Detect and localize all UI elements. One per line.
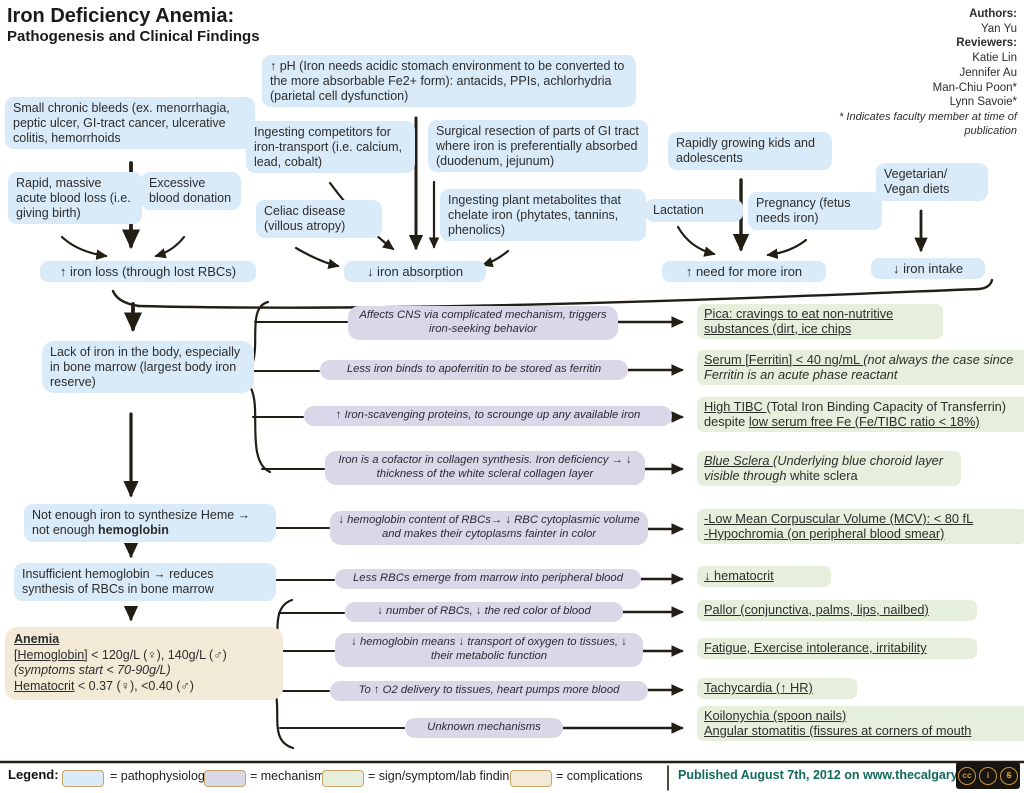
legend-swatch-mechanism [204,770,246,787]
cause-vegetarian-diet: Vegetarian/ Vegan diets [876,163,988,201]
mechanism-heart-pumps: To ↑ O2 delivery to tissues, heart pumps… [330,681,648,701]
anemia-hct-label: Hematocrit [14,678,75,693]
finding-text: low serum free Fe (Fe/TIBC ratio < 18%) [748,413,980,429]
cause-acute-blood-loss: Rapid, massive acute blood loss (i.e. gi… [8,172,142,225]
heme-text: Not enough iron to synthesize Heme → not… [32,508,251,537]
finding-fatigue: Fatigue, Exercise intolerance, irritabil… [697,638,977,659]
finding-koilonychia-stomatitis: Koilonychia (spoon nails) Angular stomat… [697,706,1024,742]
finding-text: Pallor (conjunctiva, palms, lips, nailbe… [704,602,929,617]
title-line2: Pathogenesis and Clinical Findings [7,28,260,45]
finding-text: Angular stomatitis (fissures at corners … [704,722,972,738]
legend-item-finding: = sign/symptom/lab finding [368,769,517,783]
reviewer-name: Katie Lin [972,52,1017,65]
anemia-symptoms-note: (symptoms start < 70-90g/L) [14,663,171,678]
legend-swatch-complication [510,770,552,787]
finding-text: High TIBC [704,399,767,414]
legend-label: Legend: [8,767,59,782]
heme-bold-text: hemoglobin [98,522,169,537]
legend-swatch-finding [322,770,364,787]
finding-pica: Pica: cravings to eat non-nutritive subs… [697,304,943,340]
mechanism-less-rbcs: Less RBCs emerge from marrow into periph… [335,569,641,589]
cause-pregnancy: Pregnancy (fetus needs iron) [748,192,882,230]
finding-low-mcv: -Low Mean Corpuscular Volume (MCV): < 80… [697,509,1024,545]
finding-text: (Total Iron Binding Capacity of Transfer… [704,399,1007,429]
node-anemia-complication: Anemia [Hemoglobin] < 120g/L (♀), 140g/L… [5,627,283,700]
finding-text: Tachycardia (↑ HR) [704,680,813,695]
finding-text: Serum [Ferritin] < 40 ng/mL [704,352,864,367]
mechanism-unknown: Unknown mechanisms [405,718,563,738]
node-iron-absorption: ↓ iron absorption [344,261,486,283]
anemia-hb-value: < 120g/L (♀), 140g/L (♂) [87,647,227,662]
finding-text: ↓ hematocrit [704,568,774,583]
legend-swatch-pathophysiology [62,770,104,787]
finding-serum-ferritin: Serum [Ferritin] < 40 ng/mL (not always … [697,350,1024,386]
published-note: Published August 7th, 2012 on www.thecal… [678,768,1021,782]
reviewers-label: Reviewers: [956,37,1017,50]
reviewer-name: Jennifer Au [959,66,1017,79]
finding-pallor: Pallor (conjunctiva, palms, lips, nailbe… [697,600,977,621]
finding-text: Fatigue, Exercise intolerance, irritabil… [704,640,927,655]
finding-text: Pica: cravings to eat non-nutritive subs… [704,306,894,336]
node-iron-loss: ↑ iron loss (through lost RBCs) [40,261,256,283]
legend-item-pathophysiology: = pathophysiology [110,769,212,783]
cc-icon: cc [958,766,976,785]
finding-tachycardia: Tachycardia (↑ HR) [697,678,857,699]
credits-block: Authors: Yan Yu Reviewers: Katie Lin Jen… [797,7,1017,138]
cause-growing-kids: Rapidly growing kids and adolescents [668,132,832,170]
node-need-more-iron: ↑ need for more iron [662,261,826,283]
reviewer-name: Lynn Savoie* [949,96,1017,109]
finding-high-tibc: High TIBC (Total Iron Binding Capacity o… [697,397,1024,433]
mechanism-apoferritin: Less iron binds to apoferritin to be sto… [320,360,628,380]
author-name: Yan Yu [980,22,1017,35]
node-iron-intake: ↓ iron intake [871,258,985,280]
mechanism-iron-scavenging: ↑ Iron-scavenging proteins, to scrounge … [304,406,672,426]
mechanism-oxygen-transport: ↓ hemoglobin means ↓ transport of oxygen… [335,633,643,667]
cc-license-badge: cc i $ [956,762,1020,789]
finding-text: Blue Sclera [704,453,773,468]
non-commercial-icon: $ [1000,766,1018,785]
cause-lactation: Lactation [645,199,743,222]
cause-high-ph: ↑ pH (Iron needs acidic stomach environm… [262,55,636,108]
cause-small-chronic-bleeds: Small chronic bleeds (ex. menorrhagia, p… [5,97,255,150]
node-insufficient-hemoglobin: Insufficient hemoglobin → reduces synthe… [14,563,276,601]
mechanism-rbc-cytoplasm: ↓ hemoglobin content of RBCs→ ↓ RBC cyto… [330,511,648,545]
cause-iron-competitors: Ingesting competitors for iron-transport… [246,121,415,174]
finding-text: -Hypochromia (on peripheral blood smear) [704,525,945,541]
cause-gi-resection: Surgical resection of parts of GI tract … [428,120,648,173]
finding-text: (Underlying blue choroid layer visible t… [704,453,944,483]
page-title: Iron Deficiency Anemia: Pathogenesis and… [7,5,260,45]
faculty-note: * Indicates faculty member at time of pu… [839,111,1017,138]
finding-text: (not always the case since Ferritin is a… [704,352,1014,382]
anemia-hct-value: < 0.37 (♀), <0.40 (♂) [74,678,194,693]
anemia-hb-label: [Hemoglobin] [14,647,88,662]
mechanism-red-color: ↓ number of RBCs, ↓ the red color of blo… [345,602,623,622]
mechanism-cns-pica: Affects CNS via complicated mechanism, t… [348,306,618,340]
finding-text: -Low Mean Corpuscular Volume (MCV): < 80… [704,511,974,526]
title-line1: Iron Deficiency Anemia: [7,5,235,27]
node-not-enough-heme: Not enough iron to synthesize Heme → not… [24,504,276,542]
cause-plant-chelators: Ingesting plant metabolites that chelate… [440,189,646,242]
mechanism-collagen-sclera: Iron is a cofactor in collagen synthesis… [325,451,645,485]
cause-celiac-disease: Celiac disease (villous atropy) [256,200,382,238]
legend-item-complication: = complications [556,769,643,783]
legend-item-mechanism: = mechanism [250,769,325,783]
finding-text: Koilonychia (spoon nails) [704,708,847,723]
finding-text: white sclera [790,467,858,483]
authors-label: Authors: [969,8,1017,20]
cause-blood-donation: Excessive blood donation [141,172,241,210]
finding-blue-sclera: Blue Sclera (Underlying blue choroid lay… [697,451,961,487]
anemia-title: Anemia [14,632,60,646]
reviewer-name: Man-Chiu Poon* [932,81,1017,94]
node-lack-of-iron: Lack of iron in the body, especially in … [42,341,254,394]
finding-low-hematocrit: ↓ hematocrit [697,566,831,587]
attribution-icon: i [979,766,997,785]
